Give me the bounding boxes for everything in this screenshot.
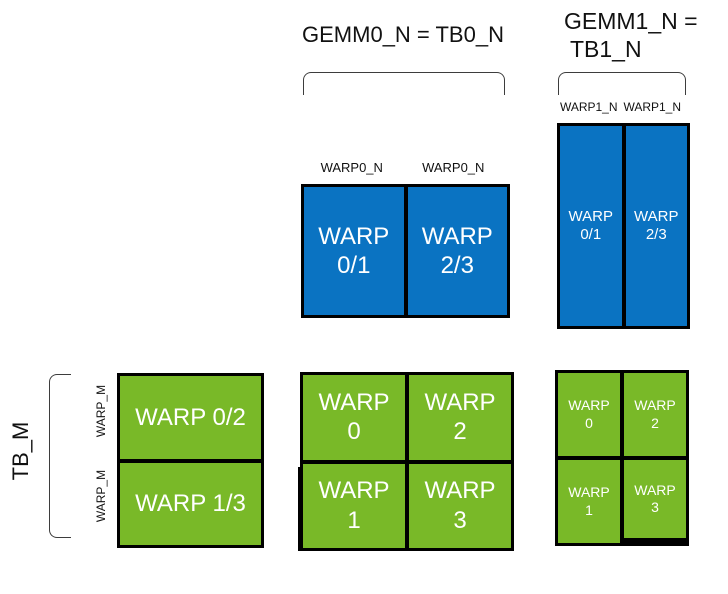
warp-cell-text: WARP [424,388,496,416]
gemm0-accumulator-tile: WARP 0/1 WARP 2/3 [301,184,510,318]
warp-cell-text: 0/1 [337,252,371,279]
warp-cell-0-2: WARP 0/2 [120,376,261,459]
warp-cell-0-1: WARP 0/1 [304,187,404,315]
warp-cell-text: WARP [634,481,676,498]
warp-cell-0: WARP 0 [558,373,620,456]
warp-cell-text: 3 [453,506,467,534]
warp-cell-3: WARP 3 [624,460,686,538]
warp0-n-label: WARP0_N [320,160,383,175]
gemm1-n-bracket [558,72,686,95]
warp-cell-text: WARP [421,222,493,250]
warp-cell-1: WARP 1 [558,460,620,543]
warp-cell-2: WARP 2 [409,375,511,460]
gemm1-n-title-line1: GEMM1_N = [564,8,698,34]
warp-cell-text: 1 [585,501,593,518]
tb-m-bracket [49,374,71,538]
warp-cell-text: 2 [453,418,467,446]
warp-cell-1-3: WARP 1/3 [120,462,261,545]
warp-cell-text: WARP [634,397,676,414]
gemm1-warp-grid-tile: WARP 0 WARP 2 WARP 1 WARP 3 [555,370,689,546]
gemm1-n-title-line2: TB1_N [570,36,642,62]
warp0-n-column-labels: WARP0_N WARP0_N [301,160,504,175]
warp-m-row2-label: WARP_M [94,469,108,523]
gemm1-n-title: GEMM1_N = TB1_N [564,7,698,63]
warp-cell-text: WARP 1/3 [135,490,246,518]
tb-m-warp-rows-tile: WARP 0/2 WARP 1/3 [117,373,264,548]
warp1-n-label: WARP1_N [623,100,682,114]
warp-cell-0: WARP 0 [303,375,405,460]
tb-m-label: TB_M [8,421,33,481]
warp-cell-2: WARP 2 [624,373,686,456]
warp-cell-2-3: WARP 2/3 [407,187,507,315]
warp-cell-text: WARP [318,222,390,250]
warp-cell-text: 0/1 [580,226,602,243]
warp-cell-text: 3 [651,499,659,515]
gemm1-accumulator-tile: WARP 0/1 WARP 2/3 [557,123,690,329]
warp-cell-text: 2 [651,414,659,431]
warp-cell-1: WARP 1 [303,463,405,548]
warp-cell-text: WARP [424,477,496,505]
warp-cell-text: WARP 0/2 [135,403,246,431]
warp-cell-text: WARP [568,484,610,501]
warp-cell-text: WARP [318,477,390,505]
warp-cell-text: WARP [634,207,679,225]
gemm0-n-bracket [303,72,505,95]
warp-cell-text: WARP [318,388,390,416]
warp1-n-column-labels: WARP1_N WARP1_N [557,100,684,114]
warp-cell-3: WARP 3 [409,463,511,548]
warp-cell-0-1: WARP 0/1 [560,126,622,326]
warp-cell-text: 1 [347,506,361,534]
warp-cell-text: WARP [568,207,613,225]
warp-cell-2-3: WARP 2/3 [625,126,687,326]
warp0-n-label: WARP0_N [422,160,485,175]
gemm0-warp-grid-tile: WARP 0 WARP 2 WARP 1 WARP 3 [300,372,514,551]
warp-cell-text: WARP [568,397,610,414]
warp-cell-text: 2/3 [440,252,474,279]
warp1-n-label: WARP1_N [559,100,618,114]
warp-cell-text: 0 [585,414,593,431]
warp-cell-text: 0 [347,418,361,446]
gemm0-n-title: GEMM0_N = TB0_N [302,22,504,47]
warp-cell-text: 2/3 [645,226,667,243]
warp-m-row1-label: WARP_M [94,384,108,438]
